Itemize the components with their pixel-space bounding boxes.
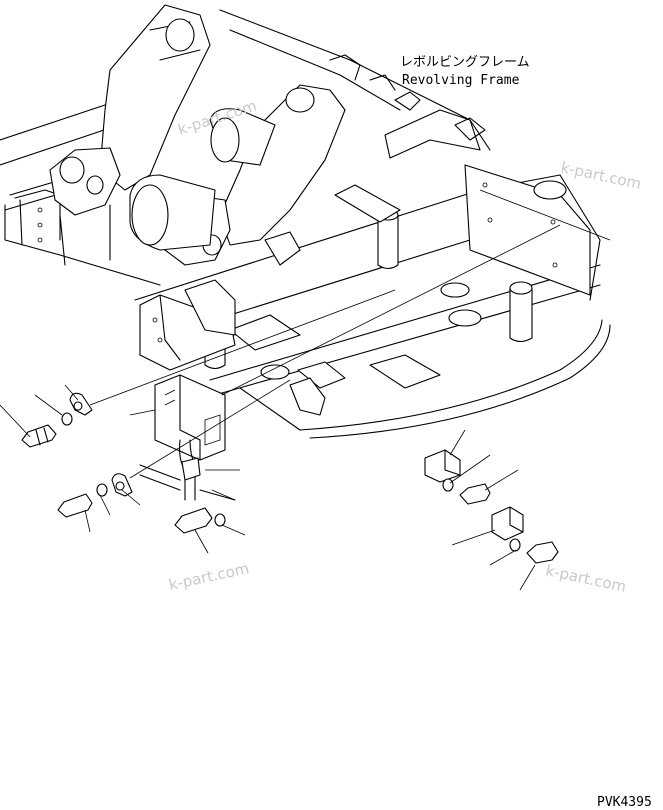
watermark: k-part.com bbox=[167, 559, 251, 594]
watermark: k-part.com bbox=[559, 158, 643, 193]
frame-label-jp: レボルビングフレーム bbox=[400, 55, 530, 70]
leader-lines bbox=[0, 189, 611, 591]
controller-assembly bbox=[139, 374, 236, 501]
watermark: k-part.com bbox=[544, 561, 628, 596]
drawing-code: PVK4395 bbox=[597, 795, 652, 810]
fasteners bbox=[21, 392, 559, 564]
frame-label-en: Revolving Frame bbox=[402, 73, 520, 88]
revolving-frame bbox=[0, 4, 611, 439]
